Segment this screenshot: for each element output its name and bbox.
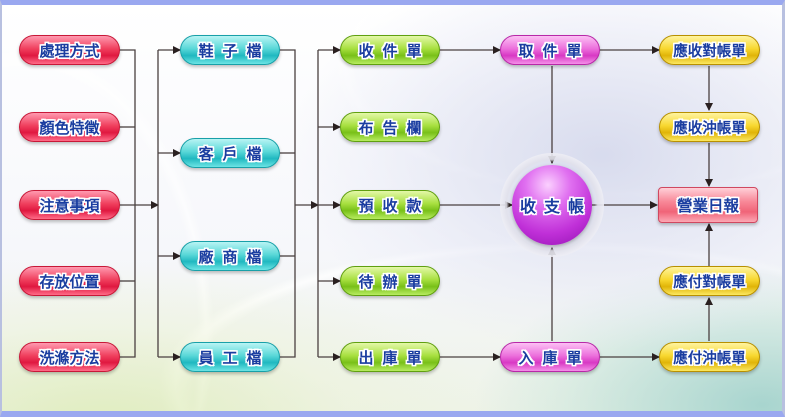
node-todo-list[interactable]: 待辦單 — [340, 266, 440, 296]
node-employee-file[interactable]: 員工檔 — [180, 342, 280, 372]
node-outbound-slip[interactable]: 出庫單 — [340, 342, 440, 372]
node-receipt-slip[interactable]: 收件單 — [340, 35, 440, 65]
node-inbound-slip[interactable]: 入庫單 — [500, 342, 600, 372]
node-income-expense-ledger[interactable]: 收支帳 — [512, 165, 592, 245]
node-prepayment[interactable]: 預收款 — [340, 190, 440, 220]
node-customer-file[interactable]: 客戶檔 — [180, 138, 280, 168]
node-daily-business-report[interactable]: 營業日報 — [658, 187, 758, 223]
node-bulletin-board[interactable]: 布告欄 — [340, 112, 440, 142]
node-pickup-slip[interactable]: 取件單 — [500, 35, 600, 65]
node-vendor-file[interactable]: 廠商檔 — [180, 241, 280, 271]
connector — [120, 49, 136, 358]
node-color-features[interactable]: 顏色特徵 — [19, 112, 120, 142]
node-processing-method[interactable]: 處理方式 — [19, 35, 120, 65]
node-receivable-statement[interactable]: 應收對帳單 — [659, 35, 760, 65]
node-payable-writeoff[interactable]: 應付沖帳單 — [659, 342, 760, 372]
connector — [280, 49, 296, 358]
node-shoe-file[interactable]: 鞋子檔 — [180, 35, 280, 65]
node-receivable-writeoff[interactable]: 應收沖帳單 — [659, 112, 760, 142]
node-storage-location[interactable]: 存放位置 — [19, 266, 120, 296]
node-washing-method[interactable]: 洗滌方法 — [19, 342, 120, 372]
node-payable-statement[interactable]: 應付對帳單 — [659, 266, 760, 296]
node-notes[interactable]: 注意事項 — [19, 190, 120, 220]
